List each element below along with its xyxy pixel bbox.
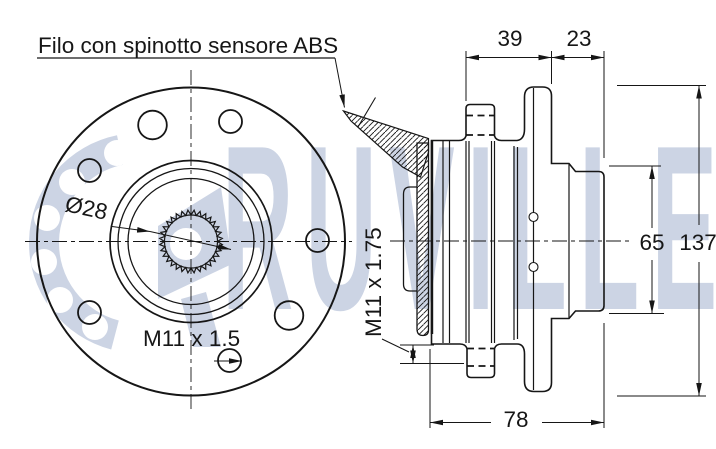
spline-diameter-leader: [111, 226, 232, 250]
dim-39-label: 39: [497, 26, 522, 51]
access-hole: [273, 300, 305, 331]
abs-sensor-body: [402, 186, 417, 292]
dim-23-label: 23: [566, 26, 591, 51]
spline-teeth: [158, 208, 224, 275]
hub-circle-inner: [127, 177, 255, 306]
hub-circle-mid: [117, 167, 265, 316]
side-view: [341, 51, 706, 428]
spline-diameter-label: Ø28: [63, 191, 110, 224]
dim-78-label: 78: [503, 407, 528, 432]
bolt-hole: [77, 300, 102, 325]
hub-bolt-thread-label: M11 x 1.75: [361, 227, 386, 337]
stud-hidden-lines: [466, 114, 495, 367]
dim-65: [609, 165, 664, 314]
cylinder-seam-lines: [442, 88, 570, 390]
dim-65-label: 65: [639, 230, 664, 255]
abs-cap-section: [416, 142, 430, 337]
bolt-hole: [77, 158, 102, 183]
logo-ball-ring: [29, 135, 124, 350]
hub-unit-outline: [430, 86, 605, 393]
flange-notch: [528, 261, 539, 273]
front-view: [25, 70, 352, 413]
hub-circle-outer: [109, 159, 273, 324]
abs-note: [37, 57, 345, 108]
access-holes: [137, 109, 305, 331]
abs-note-label: Filo con spinotto sensore ABS: [38, 33, 338, 58]
abs-note-leader: [334, 57, 345, 108]
flange-outline: [36, 86, 346, 397]
dim-137: [617, 85, 706, 397]
logo-pennant-hole: [170, 228, 202, 260]
bolt-hole: [305, 228, 330, 253]
logo-balls: [31, 140, 130, 340]
bolt-hole: [218, 109, 243, 134]
abs-sensor-wire: [341, 109, 430, 178]
dim-137-label: 137: [679, 230, 716, 255]
wire-edge-line: [357, 97, 376, 128]
wheel-stud-thread-label: M11 x 1.5: [143, 326, 240, 351]
hub-thread-callout: [381, 338, 464, 364]
dim-39-23: [465, 51, 605, 158]
flange-notch: [528, 211, 539, 223]
dim-78: [429, 323, 605, 428]
access-hole: [137, 109, 168, 141]
